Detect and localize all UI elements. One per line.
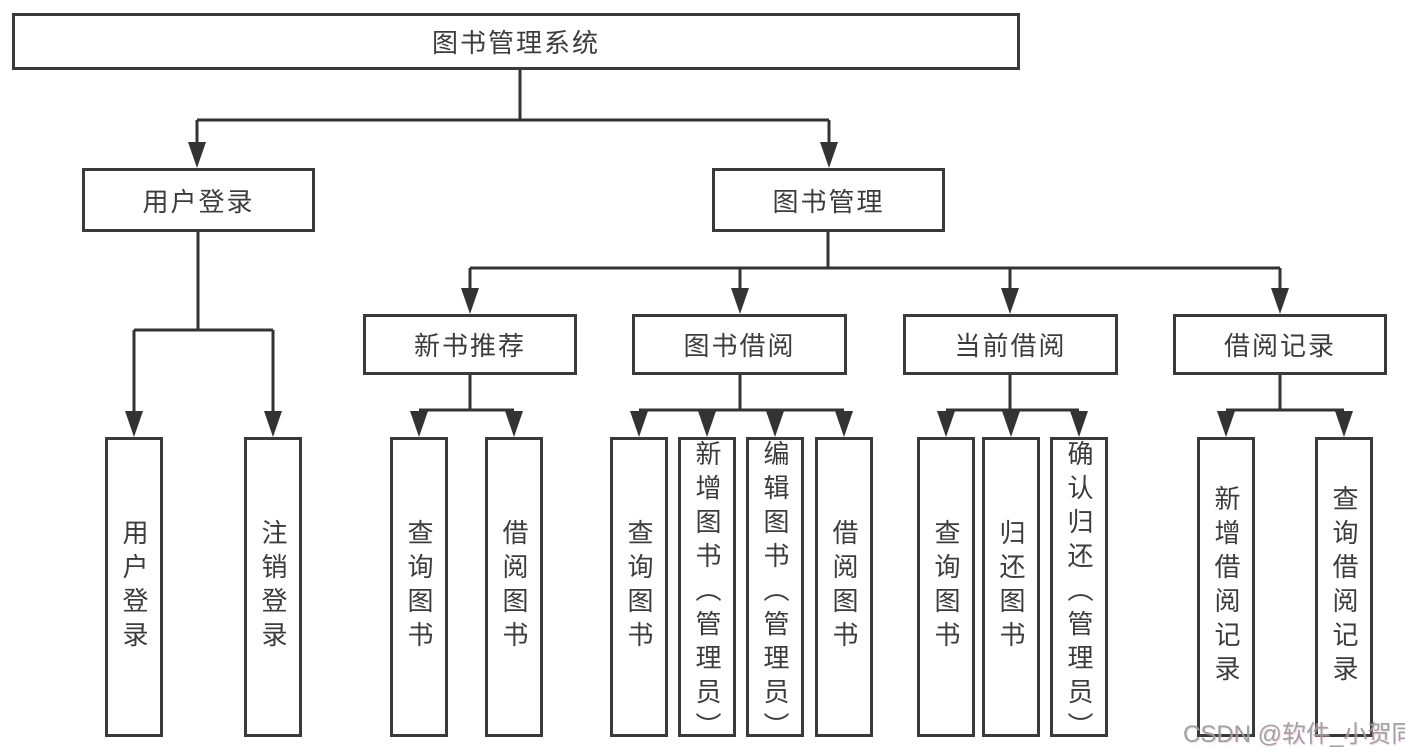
leaf-label: 查询借阅记录 xyxy=(1329,485,1359,689)
leaf-borrow-books-recommend: 借阅图书 xyxy=(485,437,543,737)
node-current-borrow: 当前借阅 xyxy=(903,314,1118,375)
node-label: 当前借阅 xyxy=(954,331,1067,361)
leaf-label: 查询图书 xyxy=(931,519,961,655)
leaf-label: 编辑图书（管理员） xyxy=(760,440,790,746)
leaf-logout: 注销登录 xyxy=(244,437,302,737)
leaf-edit-book-admin: 编辑图书（管理员） xyxy=(746,437,804,746)
leaf-label: 新增借阅记录 xyxy=(1211,485,1241,689)
node-label: 图书管理系统 xyxy=(431,28,600,58)
leaf-confirm-return-admin: 确认归还（管理员） xyxy=(1050,437,1108,746)
node-borrow-records: 借阅记录 xyxy=(1173,314,1387,375)
node-label: 借阅记录 xyxy=(1223,331,1336,361)
leaf-return-books: 归还图书 xyxy=(982,437,1040,737)
node-new-book-recommend: 新书推荐 xyxy=(363,314,577,375)
leaf-label: 确认归还（管理员） xyxy=(1064,440,1094,746)
leaf-label: 借阅图书 xyxy=(829,519,859,655)
node-label: 图书管理 xyxy=(772,186,885,217)
leaf-user-login: 用户登录 xyxy=(105,437,163,737)
node-label: 图书借阅 xyxy=(683,331,796,361)
leaf-label: 用户登录 xyxy=(119,519,149,655)
leaf-query-borrow-record: 查询借阅记录 xyxy=(1315,437,1373,737)
leaf-label: 查询图书 xyxy=(624,519,654,655)
leaf-label: 借阅图书 xyxy=(499,519,529,655)
node-user-login: 用户登录 xyxy=(82,168,315,232)
node-label: 用户登录 xyxy=(142,186,255,217)
leaf-label: 归还图书 xyxy=(996,519,1026,655)
leaf-add-book-admin: 新增图书（管理员） xyxy=(678,437,736,746)
leaf-query-books-borrow: 查询图书 xyxy=(610,437,668,737)
node-label: 新书推荐 xyxy=(413,331,526,361)
leaf-add-borrow-record: 新增借阅记录 xyxy=(1197,437,1255,737)
leaf-query-books-recommend: 查询图书 xyxy=(390,437,448,737)
node-book-management: 图书管理 xyxy=(712,168,945,232)
leaf-query-books-current: 查询图书 xyxy=(917,437,975,737)
node-book-borrow: 图书借阅 xyxy=(632,314,847,375)
leaf-borrow-books: 借阅图书 xyxy=(815,437,873,737)
leaf-label: 注销登录 xyxy=(258,519,288,655)
node-library-management-system: 图书管理系统 xyxy=(12,13,1020,70)
leaf-label: 新增图书（管理员） xyxy=(692,440,722,746)
leaf-label: 查询图书 xyxy=(404,519,434,655)
